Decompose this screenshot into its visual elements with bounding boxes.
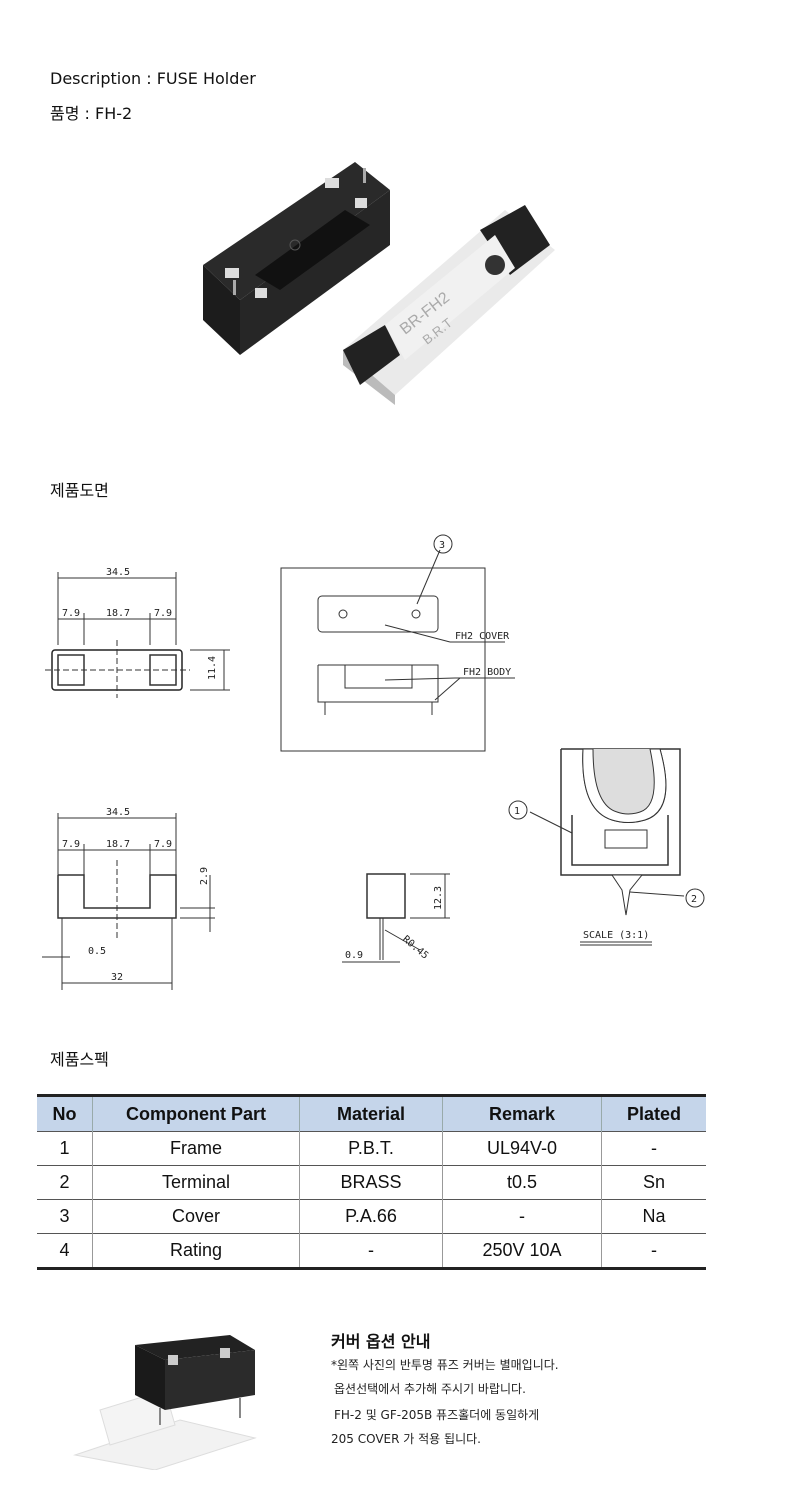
table-row: 1 Frame P.B.T. UL94V-0 - (37, 1131, 706, 1166)
cell-remark: 250V 10A (442, 1233, 602, 1270)
cell-component: Rating (92, 1233, 300, 1270)
dim-pin-span: 32 (111, 972, 123, 983)
dim-front-total: 34.5 (106, 807, 130, 818)
dim-top-total: 34.5 (106, 567, 130, 578)
product-name-text: 품명 : FH-2 (50, 104, 133, 123)
dim-top-height: 11.4 (207, 656, 218, 680)
cover-option-title: 커버 옵션 안내 (331, 1332, 431, 1351)
cell-material: - (299, 1233, 443, 1270)
dim-top-right: 7.9 (154, 608, 172, 619)
header-remark: Remark (442, 1095, 602, 1132)
description-text: Description : FUSE Holder (50, 69, 256, 88)
technical-drawing: 34.5 7.9 18.7 7.9 11.4 34.5 7.9 18.7 7.9… (42, 534, 705, 990)
product-photo: BR-FH2 B.R.T (203, 162, 555, 405)
front-view-drawing (42, 813, 215, 990)
dim-front-right: 7.9 (154, 839, 172, 850)
cover-option-line-1: *왼쪽 사진의 반투명 퓨즈 커버는 별매입니다. (331, 1358, 559, 1372)
header-material: Material (299, 1095, 443, 1132)
cover-option-photo (73, 1335, 257, 1470)
cell-component: Cover (92, 1199, 300, 1234)
label-fh2-body: FH2 BODY (463, 667, 511, 678)
dim-top-left: 7.9 (62, 608, 80, 619)
callout-3: 3 (439, 540, 445, 551)
dim-side-radius: R0.45 (400, 934, 430, 962)
table-row: 4 Rating - 250V 10A - (37, 1233, 706, 1270)
cell-component: Frame (92, 1131, 300, 1166)
cell-no: 2 (37, 1165, 93, 1200)
cell-remark: t0.5 (442, 1165, 602, 1200)
header-no: No (37, 1095, 93, 1132)
dim-side-height: 12.3 (433, 886, 444, 910)
dim-side-pin: 0.9 (345, 950, 363, 961)
cell-component: Terminal (92, 1165, 300, 1200)
cell-material: BRASS (299, 1165, 443, 1200)
cell-no: 1 (37, 1131, 93, 1166)
dim-top-mid: 18.7 (106, 608, 130, 619)
callout-2: 2 (691, 894, 697, 905)
scale-label: SCALE (3:1) (583, 930, 649, 941)
spec-table: No Component Part Material Remark Plated… (37, 1094, 706, 1270)
cell-plated: - (601, 1131, 706, 1166)
spec-table-header-row: No Component Part Material Remark Plated (37, 1095, 706, 1132)
fuse-holder-covered-image: BR-FH2 B.R.T (343, 205, 555, 405)
section-view-drawing (508, 748, 705, 946)
fuse-holder-left-image (203, 162, 390, 355)
header-component-part: Component Part (92, 1095, 300, 1132)
cover-option-line-2: 옵션선택에서 추가해 주시기 바랍니다. (334, 1382, 526, 1396)
label-fh2-cover: FH2 COVER (455, 631, 510, 642)
dim-pin-width: 0.5 (88, 946, 106, 957)
side-view-drawing (342, 873, 450, 963)
dim-front-mid: 18.7 (106, 839, 130, 850)
table-row: 2 Terminal BRASS t0.5 Sn (37, 1165, 706, 1200)
top-view-drawing (45, 572, 230, 698)
cell-remark: UL94V-0 (442, 1131, 602, 1166)
cover-option-line-4: 205 COVER 가 적용 됩니다. (331, 1432, 481, 1446)
header-plated: Plated (601, 1095, 706, 1132)
callout-1: 1 (514, 806, 520, 817)
cell-no: 3 (37, 1199, 93, 1234)
drawing-section-title: 제품도면 (50, 481, 109, 500)
cell-plated: - (601, 1233, 706, 1270)
cell-remark: - (442, 1199, 602, 1234)
cell-material: P.B.T. (299, 1131, 443, 1166)
table-row: 3 Cover P.A.66 - Na (37, 1199, 706, 1234)
cell-material: P.A.66 (299, 1199, 443, 1234)
dim-front-left: 7.9 (62, 839, 80, 850)
dim-front-slot: 2.9 (199, 867, 210, 885)
cell-no: 4 (37, 1233, 93, 1270)
spec-section-title: 제품스펙 (50, 1050, 109, 1069)
assembly-view-drawing (280, 534, 515, 752)
cell-plated: Sn (601, 1165, 706, 1200)
cover-option-line-3: FH-2 및 GF-205B 퓨즈홀더에 동일하게 (334, 1408, 540, 1422)
cell-plated: Na (601, 1199, 706, 1234)
